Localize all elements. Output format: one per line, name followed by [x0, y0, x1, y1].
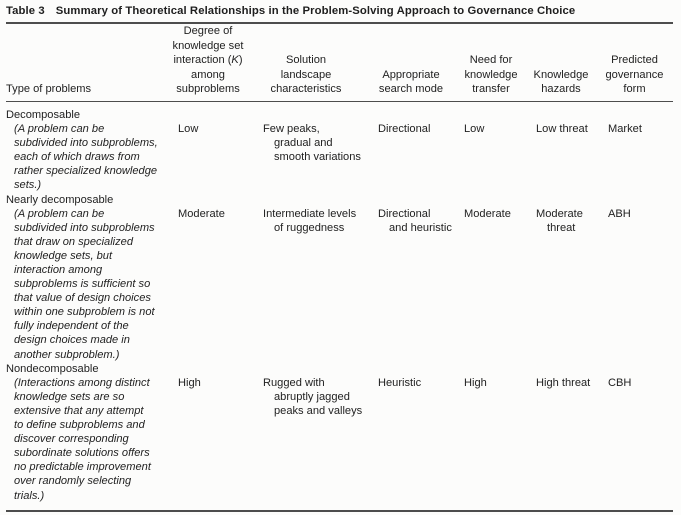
search-mode-value: Directional: [378, 123, 431, 136]
cell-k-interaction: High: [170, 362, 246, 511]
governance-table: Type of problems Degree of knowledge set…: [6, 22, 673, 512]
cell-problem-type: Decomposable (A problem can be subdivide…: [6, 101, 170, 192]
knowledge-hazards-value: High threat: [536, 376, 591, 389]
cell-knowledge-hazards: Low threat: [526, 101, 596, 192]
k-header-pre: Degree of knowledge set interaction (: [172, 25, 244, 67]
k-interaction-value: Moderate: [178, 207, 225, 220]
cell-governance-form: CBH: [596, 362, 673, 511]
cell-k-interaction: Low: [170, 101, 246, 192]
column-header-knowledge-transfer: Need for knowledge transfer: [456, 23, 526, 102]
table-row-nondecomposable: Nondecomposable (Interactions among dist…: [6, 362, 673, 511]
cell-solution-landscape: Few peaks, gradual and smooth variations: [246, 101, 366, 192]
governance-form-value: CBH: [608, 376, 632, 389]
table-header-row: Type of problems Degree of knowledge set…: [6, 23, 673, 102]
cell-knowledge-transfer: Low: [456, 101, 526, 192]
column-header-governance-form: Predicted governance form: [596, 23, 673, 102]
search-mode-value: Directional and heuristic: [378, 207, 452, 234]
problem-type-description: (A problem can be subdivided into subpro…: [14, 207, 155, 361]
cell-governance-form: ABH: [596, 193, 673, 362]
knowledge-transfer-value: Low: [464, 123, 485, 136]
column-header-type-of-problems: Type of problems: [6, 23, 170, 102]
problem-type-label: Nearly decomposable: [6, 193, 114, 206]
table-header: Type of problems Degree of knowledge set…: [6, 23, 673, 102]
knowledge-hazards-value: Moderate threat: [536, 207, 583, 234]
knowledge-transfer-value: Moderate: [464, 207, 511, 220]
governance-form-value: ABH: [608, 207, 631, 220]
table-body: Decomposable (A problem can be subdivide…: [6, 101, 673, 510]
governance-form-value: Market: [608, 123, 642, 136]
cell-governance-form: Market: [596, 101, 673, 192]
column-header-knowledge-hazards: Knowledge hazards: [526, 23, 596, 102]
column-header-solution-landscape: Solution landscape characteristics: [246, 23, 366, 102]
problem-type-label: Decomposable: [6, 108, 80, 121]
cell-search-mode: Directional and heuristic: [366, 193, 456, 362]
k-symbol: K: [231, 54, 239, 67]
column-header-search-mode: Appropriate search mode: [366, 23, 456, 102]
problem-type-description: (A problem can be subdivided into subpro…: [14, 123, 158, 192]
table-row-nearly-decomposable: Nearly decomposable (A problem can be su…: [6, 193, 673, 362]
solution-landscape-value: Rugged with abruptly jagged peaks and va…: [263, 376, 363, 417]
solution-landscape-value: Few peaks, gradual and smooth variations: [263, 123, 361, 164]
problem-type-label: Nondecomposable: [6, 362, 99, 375]
cell-problem-type: Nearly decomposable (A problem can be su…: [6, 193, 170, 362]
table-title: Table 3 Summary of Theoretical Relationsh…: [6, 5, 673, 22]
cell-search-mode: Directional: [366, 101, 456, 192]
table-row-decomposable: Decomposable (A problem can be subdivide…: [6, 101, 673, 192]
table-number: Table 3: [6, 5, 45, 17]
cell-search-mode: Heuristic: [366, 362, 456, 511]
k-interaction-value: Low: [178, 123, 199, 136]
cell-knowledge-hazards: Moderate threat: [526, 193, 596, 362]
k-header-post: ) among subproblems: [176, 54, 243, 96]
cell-solution-landscape: Intermediate levels of ruggedness: [246, 193, 366, 362]
table-caption: Summary of Theoretical Relationships in …: [55, 5, 576, 17]
knowledge-hazards-value: Low threat: [536, 123, 588, 136]
knowledge-transfer-value: High: [464, 376, 487, 389]
cell-problem-type: Nondecomposable (Interactions among dist…: [6, 362, 170, 511]
problem-type-description: (Interactions among distinct knowledge s…: [14, 376, 151, 502]
column-header-k-interaction: Degree of knowledge set interaction (K) …: [170, 23, 246, 102]
cell-knowledge-hazards: High threat: [526, 362, 596, 511]
cell-knowledge-transfer: High: [456, 362, 526, 511]
solution-landscape-value: Intermediate levels of ruggedness: [263, 207, 357, 234]
cell-knowledge-transfer: Moderate: [456, 193, 526, 362]
k-interaction-value: High: [178, 376, 201, 389]
search-mode-value: Heuristic: [378, 376, 422, 389]
cell-solution-landscape: Rugged with abruptly jagged peaks and va…: [246, 362, 366, 511]
cell-k-interaction: Moderate: [170, 193, 246, 362]
